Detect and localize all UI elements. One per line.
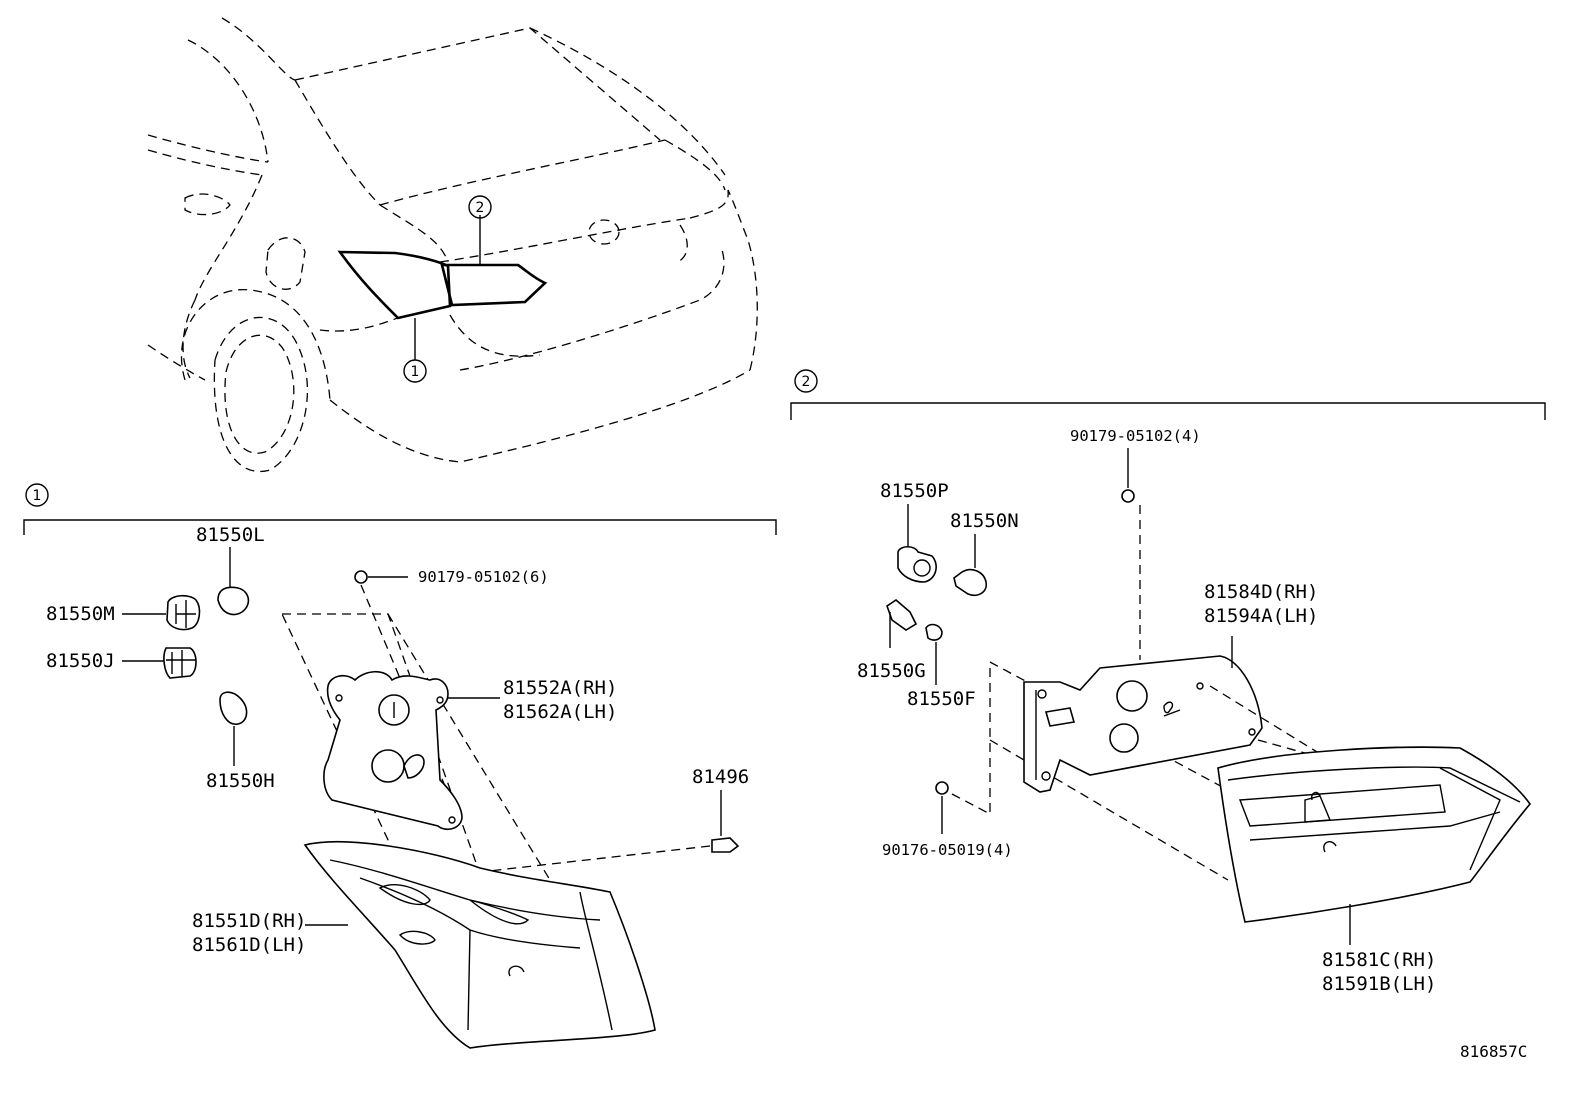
bulb-81550H-icon: [219, 691, 248, 725]
label-81550N: 81550N: [950, 510, 1019, 532]
lamp-81551D-icon: [303, 840, 656, 1049]
label-81581C-rh: 81581C(RH): [1322, 949, 1436, 971]
bulb-81550F-icon: [925, 623, 943, 641]
label-81552A-rh: 81552A(RH): [503, 677, 617, 699]
label-81591B-lh: 81591B(LH): [1322, 973, 1436, 995]
label-81551D-rh: 81551D(RH): [192, 910, 306, 932]
label-81550L: 81550L: [196, 524, 265, 546]
socket-81550J-icon: [163, 647, 197, 679]
group-1-bracket: [23, 519, 777, 535]
label-90179-05102-4: 90179-05102(4): [1070, 427, 1201, 445]
diagram-reference-code: 816857C: [1460, 1042, 1527, 1061]
bracket-81584D-icon: [1023, 655, 1263, 793]
label-81496: 81496: [692, 766, 749, 788]
group-2-inner-lamp: 2 90179-05102(4) 81550P 81550N 81550G 81…: [790, 369, 1546, 995]
label-81550H: 81550H: [206, 770, 275, 792]
label-81561D-lh: 81561D(LH): [192, 934, 306, 956]
label-81562A-lh: 81562A(LH): [503, 701, 617, 723]
label-81550G: 81550G: [857, 660, 926, 682]
label-81584D-rh: 81584D(RH): [1204, 581, 1318, 603]
screw-90179-6-icon: [354, 570, 368, 584]
group-2-bracket: [790, 402, 1546, 420]
group-1-outer-lamp: 1 81550L 81550M 81550J 81550H 90179-0510…: [23, 483, 777, 1049]
socket-81550P-icon: [897, 545, 937, 583]
label-90179-05102-6: 90179-05102(6): [418, 568, 549, 586]
label-81550M: 81550M: [46, 603, 115, 625]
label-90176-05019-4: 90176-05019(4): [882, 841, 1013, 859]
bulb-81550L-icon: [217, 586, 250, 616]
screw-90179-4-icon: [1121, 489, 1135, 503]
screw-90176-4-icon: [935, 781, 949, 795]
callout-1-car: 1: [411, 364, 420, 380]
callout-1-group: 1: [33, 488, 42, 504]
bulb-81550N-icon: [953, 568, 988, 597]
callout-2-group: 2: [802, 374, 811, 390]
socket-81550G-icon: [886, 598, 918, 631]
label-81550P: 81550P: [880, 480, 949, 502]
label-81550J: 81550J: [46, 650, 115, 672]
callout-2-car: 2: [476, 200, 485, 216]
clip-81496-icon: [711, 837, 740, 853]
car-rear-overview: 2 1: [147, 17, 758, 473]
socket-81550M-icon: [166, 594, 201, 631]
label-81550F: 81550F: [907, 688, 976, 710]
lamp-81581C-icon: [1217, 746, 1532, 923]
label-81594A-lh: 81594A(LH): [1204, 605, 1318, 627]
